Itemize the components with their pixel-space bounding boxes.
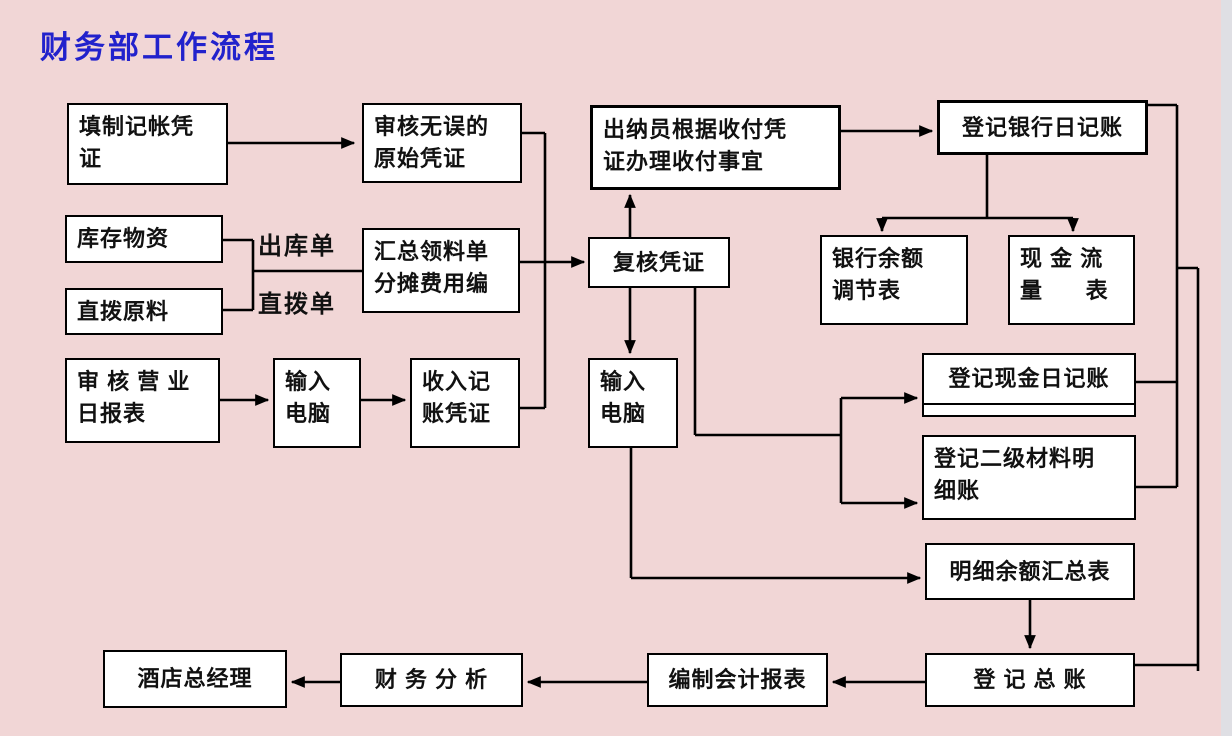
node-prepare-reports: 编制会计报表 [647,653,828,707]
edge-inventory-merge [223,238,362,312]
node-review-daily-report: 审 核 营 业 日报表 [65,358,220,443]
node-register-bank-journal: 登记银行日记账 [937,100,1148,155]
node-detail-balance-summary: 明细余额汇总表 [925,543,1135,600]
node-income-voucher: 收入记 账凭证 [410,358,520,448]
edge-verify-and-income-bus [520,131,547,410]
right-gray-strip [1221,0,1232,736]
node-register-cash-journal-label: 登记现金日记账 [948,366,1110,392]
node-cashier-payments: 出纳员根据收付凭 证办理收付事宜 [590,105,841,190]
node-bank-reconciliation: 银行余额 调节表 [820,235,968,325]
edge-label-outbound-order: 出库单 [258,233,336,260]
node-register-general-ledger: 登 记 总 账 [925,653,1135,707]
node-register-material-ledger: 登记二级材料明 细账 [922,435,1136,520]
page-title: 财务部工作流程 [40,30,278,65]
node-financial-analysis: 财 务 分 析 [340,653,523,707]
edge-ledger-right-bus [1135,103,1200,671]
node-cash-flow-statement: 现 金 流 量 表 [1008,235,1135,325]
node-fill-voucher: 填制记帐凭 证 [67,103,228,185]
node-inventory-goods: 库存物资 [65,215,223,263]
edge-review-to-ledgers [693,288,919,509]
node-verified-original-voucher: 审核无误的 原始凭证 [362,103,522,183]
node-input-computer-1: 输入 电脑 [273,358,361,448]
node-hotel-general-manager: 酒店总经理 [103,650,287,708]
node-direct-raw-material: 直拨原料 [65,288,223,335]
node-review-voucher: 复核凭证 [588,237,730,288]
node-summarize-requisition: 汇总领料单 分摊费用编 [362,228,520,313]
edge-bankjournal-split [876,155,1079,233]
node-input-computer-2: 输入 电脑 [588,358,678,448]
cash-journal-divider [923,403,1135,405]
node-register-cash-journal: 登记现金日记账 [922,353,1136,417]
edge-input2-to-summary [629,448,922,584]
edge-label-direct-order: 直拨单 [258,291,336,318]
